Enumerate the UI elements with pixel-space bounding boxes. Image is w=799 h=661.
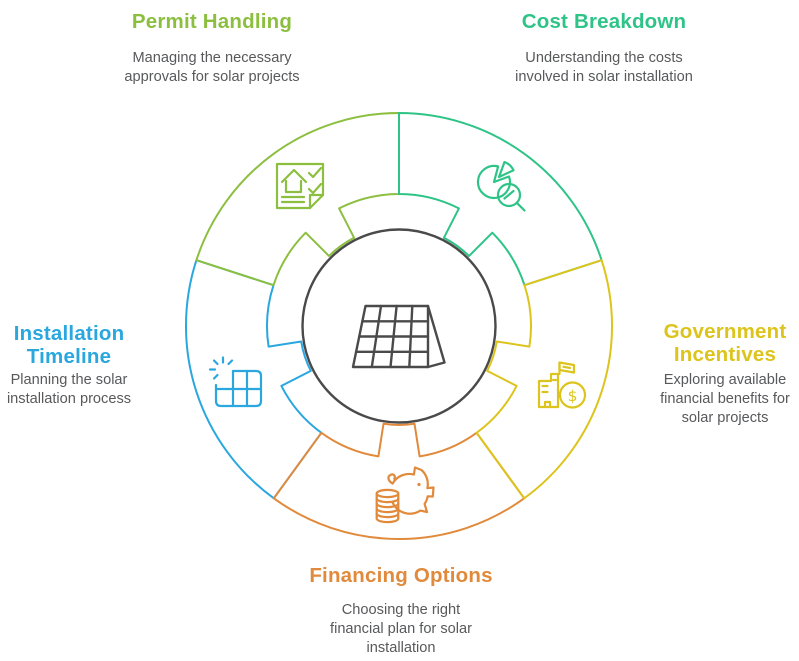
segment-title: Installation Timeline — [13, 322, 125, 368]
segment-government-incentives-shape — [475, 259, 613, 500]
segment-description: Choosing the right financial plan for so… — [330, 602, 472, 656]
segment-title: Permit Handling — [131, 10, 293, 33]
segment-label-cost-breakdown: Cost Breakdown Understanding the costs i… — [496, 10, 712, 87]
segment-title: Cost Breakdown — [521, 10, 687, 33]
segment-description: Exploring available financial benefits f… — [660, 372, 790, 426]
segment-description: Planning the solar installation process — [6, 372, 132, 407]
segment-label-installation-timeline: Installation Timeline Planning the solar… — [0, 322, 138, 409]
segment-description: Managing the necessary approvals for sol… — [124, 50, 300, 85]
solar-panel-icon — [351, 304, 446, 369]
segment-label-financing-options: Financing Options Choosing the right fin… — [293, 564, 509, 658]
segment-label-government-incentives: Government Incentives Exploring availabl… — [640, 320, 799, 428]
segment-cost-breakdown-shape — [398, 112, 603, 287]
segment-description: Understanding the costs involved in sola… — [515, 50, 693, 85]
building-coin-icon: $ — [537, 361, 587, 409]
segment-financing-options-shape — [272, 422, 526, 540]
permit-document-icon — [275, 162, 325, 210]
pie-chart-magnifier-icon — [476, 160, 526, 212]
segment-label-permit-handling: Permit Handling Managing the necessary a… — [104, 10, 320, 87]
piggy-bank-coins-icon — [375, 466, 435, 524]
center-circle — [301, 228, 497, 424]
solar-panel-sun-icon — [208, 356, 263, 408]
segment-installation-timeline-shape — [185, 259, 323, 500]
segment-title: Government Incentives — [663, 320, 787, 366]
segment-title: Financing Options — [309, 564, 493, 587]
segment-permit-handling-shape — [195, 112, 400, 287]
dollar-symbol: $ — [568, 387, 578, 405]
